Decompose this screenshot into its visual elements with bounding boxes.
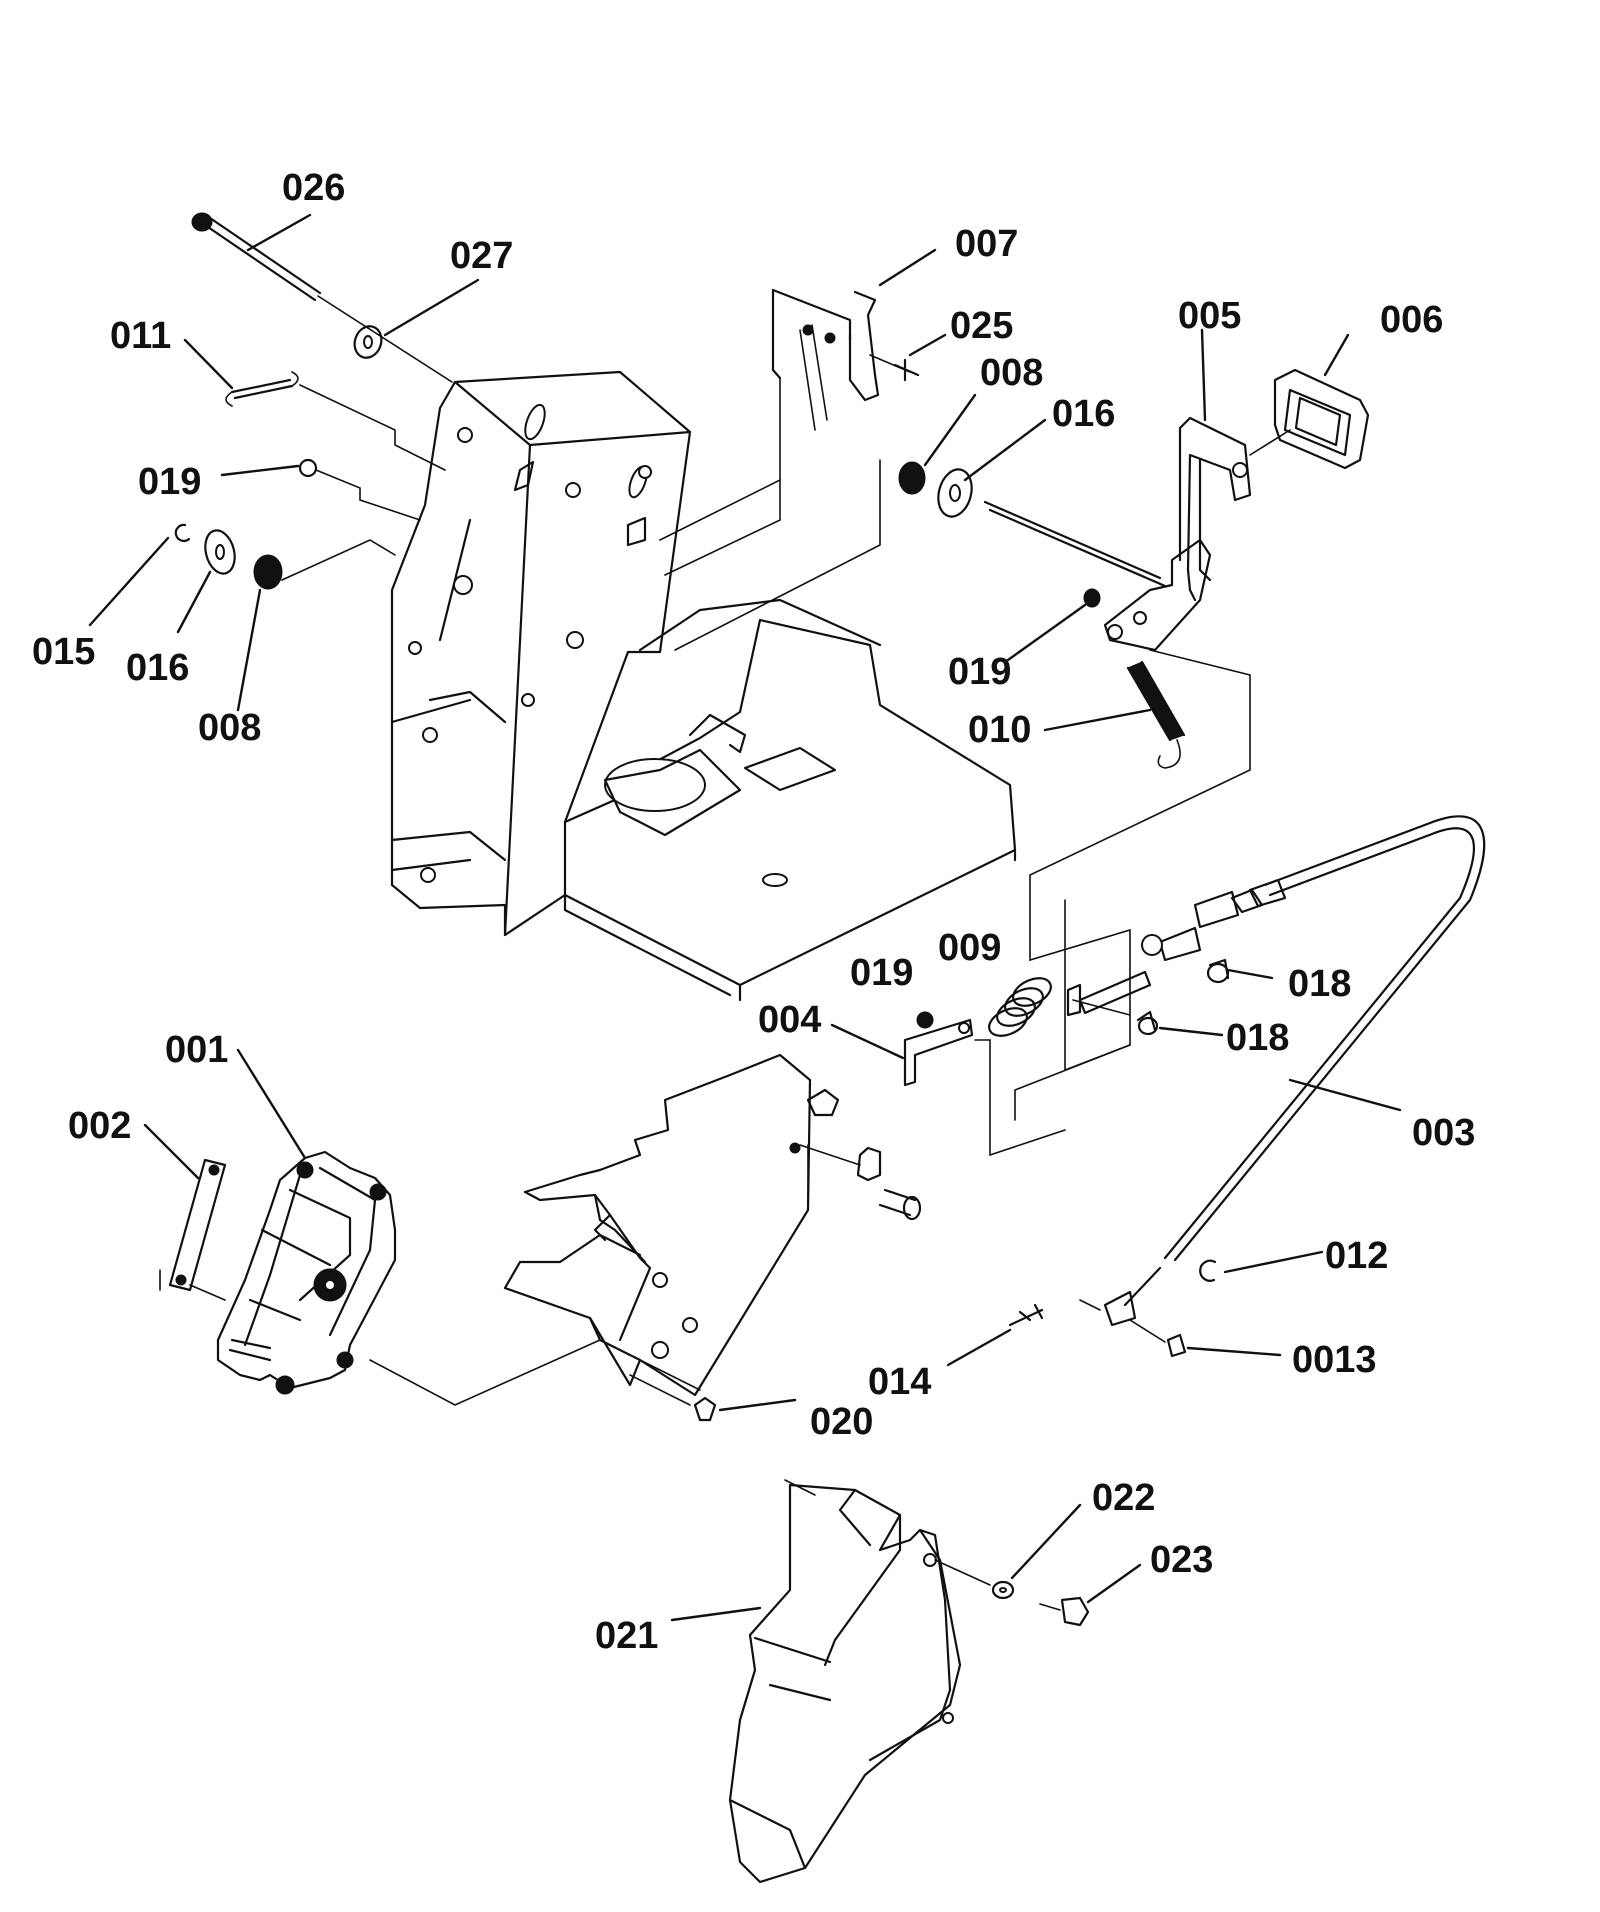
callout-001: 001 [165, 1029, 228, 1071]
part-001-gearbox [216, 1150, 397, 1395]
callout-005: 005 [1178, 295, 1241, 337]
part-015-016-008-left [174, 523, 396, 590]
part-004-lever [903, 1011, 1066, 1157]
part-clamp-bolt [799, 1088, 922, 1221]
callout-018-b: 018 [1226, 1017, 1289, 1059]
part-021-belt-cover [728, 1479, 962, 1884]
part-012-clip [1199, 1259, 1217, 1282]
callout-022: 022 [1092, 1477, 1155, 1519]
part-018-mount-bracket [1066, 958, 1230, 1036]
gearbox-mount-bracket [369, 1053, 812, 1406]
callout-019-a: 019 [138, 461, 201, 503]
callout-009: 009 [938, 927, 1001, 969]
callout-016-b: 016 [1052, 393, 1115, 435]
callout-004: 004 [758, 999, 821, 1041]
part-020-bolt [629, 1374, 717, 1422]
callout-008-b: 008 [980, 352, 1043, 394]
part-022-washer [934, 1559, 1015, 1600]
callout-012: 012 [1325, 1235, 1388, 1277]
part-011-spring [225, 371, 446, 471]
callout-006: 006 [1380, 299, 1443, 341]
callout-002: 002 [68, 1105, 131, 1147]
callout-011: 011 [110, 315, 171, 357]
part-010-spring [1126, 660, 1186, 769]
callout-007: 007 [955, 223, 1018, 265]
callout-008-a: 008 [198, 707, 261, 749]
callout-015: 015 [32, 631, 95, 673]
callout-019-c: 019 [850, 952, 913, 994]
callout-010: 010 [968, 709, 1031, 751]
callout-026: 026 [282, 167, 345, 209]
part-019-nut-b [1083, 588, 1101, 608]
callout-019-b: 019 [948, 651, 1011, 693]
callout-016-a: 016 [126, 647, 189, 689]
part-026-bolt [191, 212, 453, 383]
callout-020: 020 [810, 1401, 873, 1443]
part-007-lever-bracket [659, 288, 920, 576]
callout-025: 025 [950, 305, 1013, 347]
callout-014: 014 [868, 1361, 931, 1403]
part-014-pin [1008, 1299, 1101, 1327]
part-0013-bolt [1129, 1319, 1187, 1358]
part-006-pedal-pad [1273, 368, 1370, 470]
callout-0013: 0013 [1292, 1339, 1377, 1381]
assembly-line-right-2 [1064, 899, 1131, 1072]
callout-023: 023 [1150, 1539, 1213, 1581]
part-002-plate [159, 1158, 227, 1301]
part-009-spring [988, 977, 1052, 1037]
callout-021: 021 [595, 1615, 658, 1657]
part-008-016-right [674, 459, 1167, 651]
part-027-washer [353, 325, 383, 359]
part-003-cable [1103, 815, 1486, 1327]
callout-003: 003 [1412, 1112, 1475, 1154]
callout-018-a: 018 [1288, 963, 1351, 1005]
part-023-nut [1039, 1596, 1090, 1627]
main-frame-bracket [390, 370, 1017, 1002]
callout-labels: 026 027 011 019 015 016 008 007 025 008 … [32, 167, 1475, 1657]
assembly-line-right [1014, 649, 1251, 1121]
part-019-nut-a [298, 458, 421, 521]
part-005-pedal-arm [1103, 416, 1291, 652]
leader-lines [88, 213, 1402, 1622]
callout-027: 027 [450, 235, 513, 277]
